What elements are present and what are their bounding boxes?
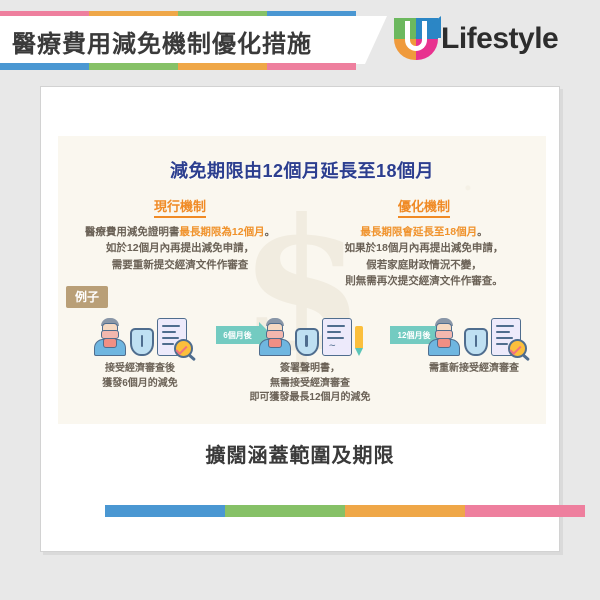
- logo-wordmark: Lifestyle: [441, 22, 559, 55]
- cur-line1-plain: 醫療費用減免證明書: [84, 226, 180, 238]
- shield-icon: [130, 328, 154, 356]
- column-optimised-body: 最長期限會延長至18個月。 如果於18個月內再提出減免申請， 假若家庭財政情況不…: [308, 224, 540, 289]
- masked-person-icon: [258, 318, 292, 356]
- step2-cap-line1: 簽署聲明書，: [280, 363, 340, 374]
- masked-person-icon: [93, 318, 127, 356]
- shield-icon: [294, 328, 319, 356]
- flow-arrow-1-label: 6個月後: [223, 330, 252, 340]
- cur-line2: 如於12個月內再提出減免申請，: [105, 242, 255, 255]
- document-review-icon: [157, 318, 193, 358]
- bar-seg-orange: [89, 11, 178, 18]
- flow-step-2: ~ 簽署聲明書， 無需接受經濟審查 即可獲發最長12個月的減免: [230, 312, 390, 406]
- opt-line1-end: 。: [477, 226, 488, 238]
- bar-seg-blue: [0, 63, 89, 70]
- page-title: 醫療費用減免機制優化措施: [12, 30, 312, 58]
- ulifestyle-logo[interactable]: Lifestyle: [394, 16, 559, 60]
- bar-seg-pink: [465, 505, 585, 517]
- bottom-headline: 擴闊涵蓋範圍及期限: [205, 445, 395, 467]
- opt-line3: 假若家庭財政情況不變，: [366, 258, 482, 271]
- bar-seg-blue: [267, 11, 356, 18]
- page-header: 醫療費用減免機制優化措施 Lifestyle: [0, 0, 600, 78]
- flow-step-2-caption: 簽署聲明書， 無需接受經濟審查 即可獲發最長12個月的減免: [230, 362, 390, 406]
- flow-step-1-icons: [64, 312, 216, 358]
- shield-icon: [464, 328, 488, 356]
- flow-step-3-caption: 需重新接受經濟審查: [406, 362, 542, 377]
- document-review-icon: [491, 318, 527, 358]
- bar-seg-orange: [345, 505, 465, 517]
- bar-seg-orange: [178, 63, 267, 70]
- bar-seg-green: [225, 505, 345, 517]
- step1-cap-line1: 接受經濟審查後: [105, 363, 175, 374]
- step3-cap-line1: 需重新接受經濟審查: [429, 363, 519, 374]
- masked-person-icon: [427, 318, 461, 356]
- bar-seg-pink: [0, 11, 89, 18]
- cur-line1-highlight: 最長期限為12個月: [179, 226, 265, 238]
- cur-line1-end: 。: [264, 226, 276, 238]
- comparison-columns: 現行機制 醫療費用減免證明書最長期限為12個月。 如於12個月內再提出減免申請，…: [58, 196, 546, 289]
- cur-line3: 需要重新提交經濟文件作審查: [111, 258, 249, 271]
- comparison-panel: $ 減免期限由12個月延長至18個月 現行機制 醫療費用減免證明書最長期限為12…: [58, 136, 546, 424]
- flow-step-3: 需重新接受經濟審查: [406, 312, 542, 377]
- step2-cap-line2: 無需接受經濟審查: [270, 377, 350, 389]
- panel-title: 減免期限由12個月延長至18個月: [169, 161, 435, 181]
- column-optimised: 優化機制 最長期限會延長至18個月。 如果於18個月內再提出減免申請， 假若家庭…: [302, 196, 546, 289]
- column-optimised-heading: 優化機制: [397, 196, 450, 218]
- column-current-heading: 現行機制: [153, 196, 206, 218]
- opt-line2: 如果於18個月內再提出減免申請，: [344, 242, 504, 255]
- u-logo-icon: [394, 16, 441, 60]
- example-badge: 例子: [66, 286, 109, 308]
- flow-step-3-icons: [406, 312, 542, 358]
- opt-line4: 則無需再次提交經濟文件作審查。: [345, 274, 503, 287]
- flow-step-2-icons: ~: [230, 312, 390, 356]
- footer-color-bar: [105, 505, 585, 517]
- flow-step-1-caption: 接受經濟審查後 獲發6個月的減免: [64, 362, 216, 391]
- bar-seg-green: [178, 11, 267, 18]
- step1-cap-line2: 獲發6個月的減免: [102, 377, 178, 389]
- bar-seg-pink: [267, 63, 356, 70]
- step2-cap-line3: 即可獲發最長12個月的減免: [249, 392, 371, 403]
- flow-diagram: 接受經濟審查後 獲發6個月的減免 6個月後: [58, 312, 546, 422]
- header-title-plate: [0, 16, 387, 64]
- bar-seg-green: [89, 63, 178, 70]
- column-current-body: 醫療費用減免證明書最長期限為12個月。 如於12個月內再提出減免申請， 需要重新…: [64, 224, 296, 273]
- pen-icon: [354, 326, 363, 356]
- flow-arrow-2-label: 12個月後: [397, 330, 431, 340]
- content-card: $ 減免期限由12個月延長至18個月 現行機制 醫療費用減免證明書最長期限為12…: [40, 86, 585, 552]
- column-current: 現行機制 醫療費用減免證明書最長期限為12個月。 如於12個月內再提出減免申請，…: [58, 196, 302, 289]
- header-color-bar-bottom: [0, 63, 356, 70]
- declaration-document-icon: ~: [321, 318, 352, 356]
- flow-step-1: 接受經濟審查後 獲發6個月的減免: [64, 312, 216, 391]
- header-color-bar-top: [0, 11, 356, 18]
- opt-line1-highlight: 最長期限會延長至18個月: [360, 226, 478, 238]
- bar-seg-blue: [105, 505, 225, 517]
